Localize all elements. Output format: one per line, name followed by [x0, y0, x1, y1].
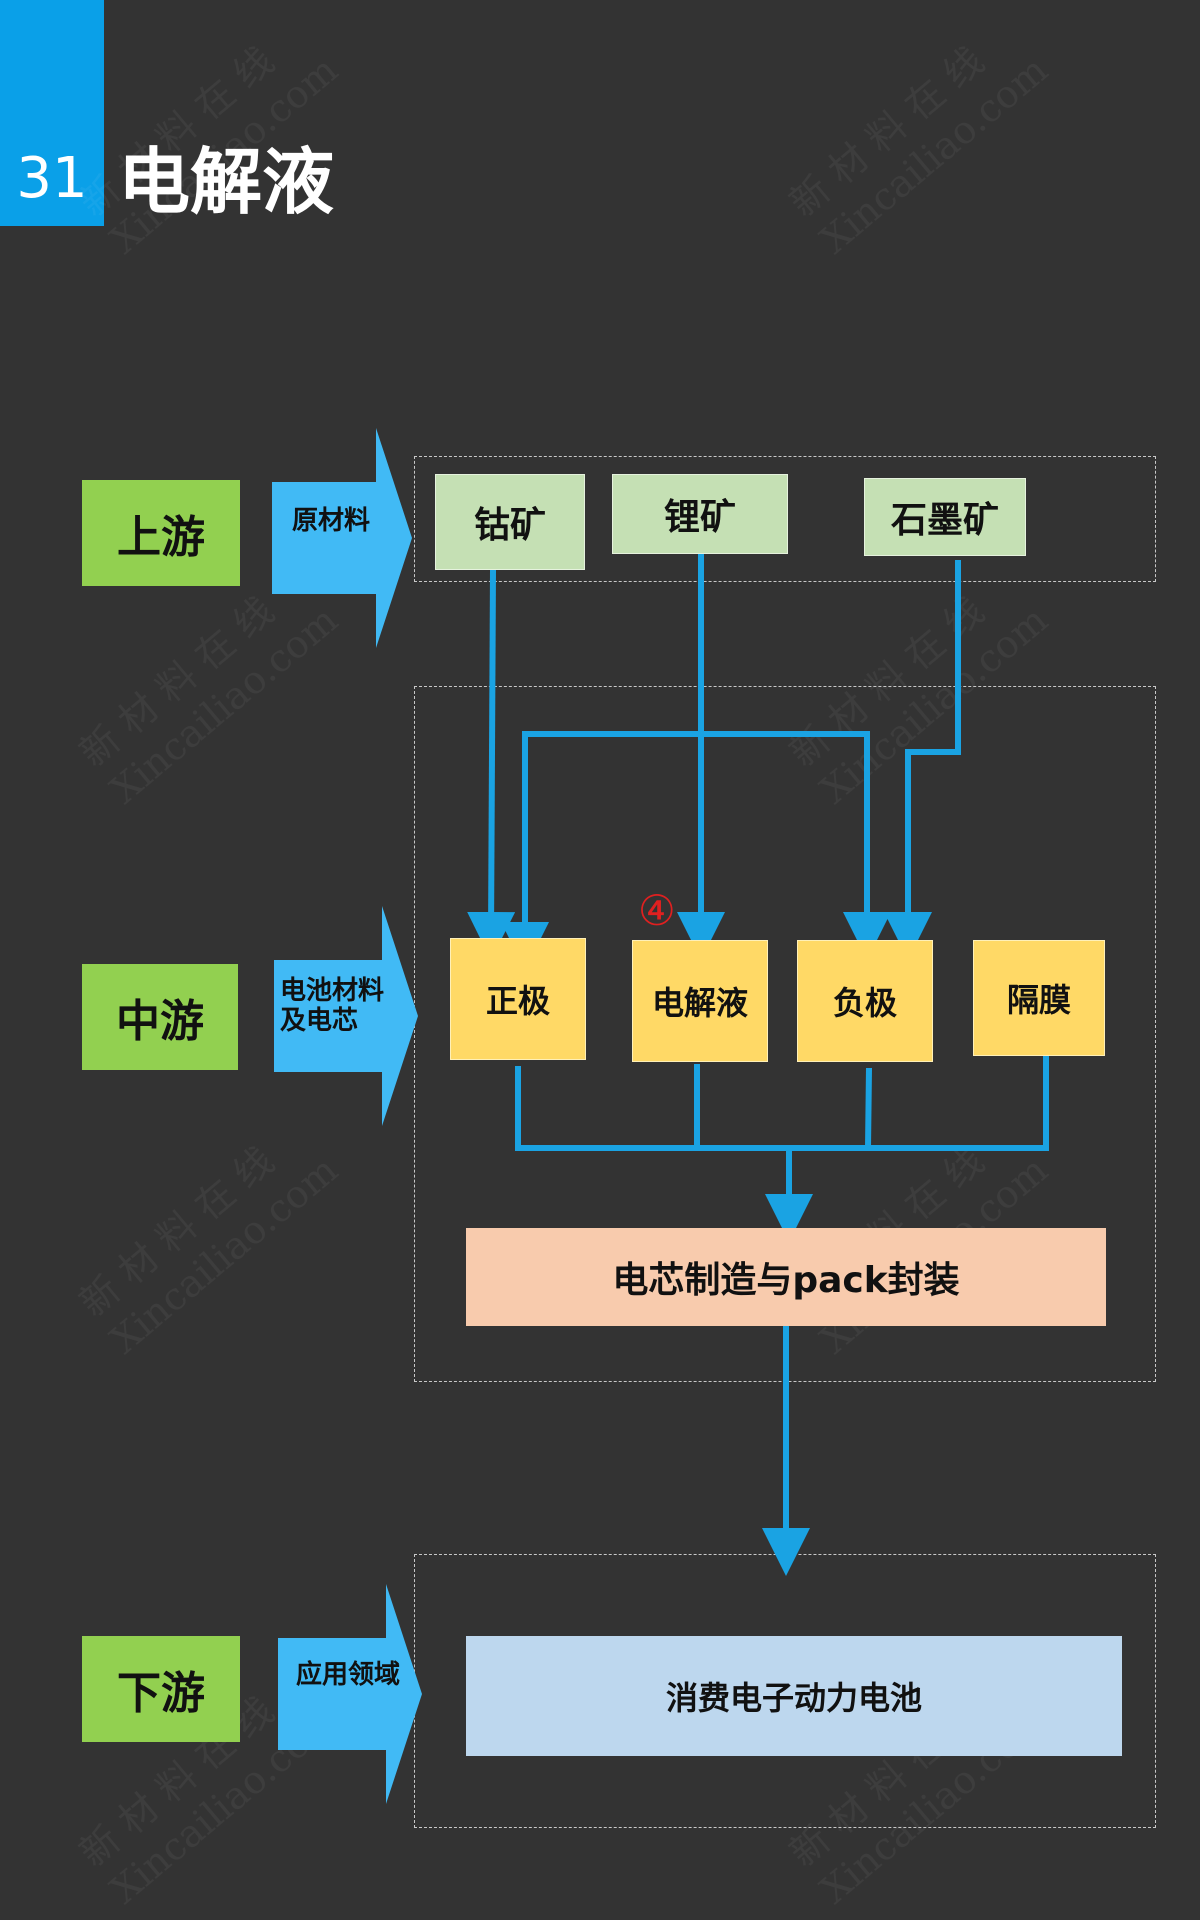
- midstream-arrow-shape: [274, 906, 418, 1126]
- downstream-arrow-shape: [278, 1584, 422, 1804]
- application-box: 消费电子动力电池: [466, 1636, 1122, 1756]
- midstream-arrow-label: 电池材料 及电芯: [280, 976, 385, 1036]
- stage-midstream: 中游: [82, 964, 238, 1070]
- connector-lithium-branch: [522, 731, 891, 960]
- upstream-arrow-shape: [272, 428, 412, 648]
- component-separator: 隔膜: [973, 940, 1105, 1056]
- connector-cobalt-cathode: [467, 569, 516, 960]
- connector-components-merge: [515, 1056, 1049, 1151]
- component-cathode: 正极: [450, 938, 586, 1060]
- stage-downstream: 下游: [82, 1636, 240, 1742]
- upstream-frame: [414, 456, 1156, 582]
- connector-graphite-anode: [884, 560, 961, 960]
- stage-upstream: 上游: [82, 480, 240, 586]
- component-anode: 负极: [797, 940, 933, 1062]
- step-marker: ④: [638, 886, 676, 935]
- component-electrolyte: 电解液: [632, 940, 768, 1062]
- upstream-arrow-label: 原材料: [292, 506, 371, 536]
- raw-material-cobalt: 钴矿: [435, 474, 585, 570]
- raw-material-graphite: 石墨矿: [864, 478, 1026, 556]
- downstream-arrow-label: 应用领域: [296, 1660, 401, 1690]
- manufacturing-box: 电芯制造与pack封装: [466, 1228, 1106, 1326]
- raw-material-lithium: 锂矿: [612, 474, 788, 554]
- section-number: 31: [16, 146, 88, 211]
- page-title: 电解液: [118, 140, 335, 224]
- section-number-badge: [0, 0, 104, 226]
